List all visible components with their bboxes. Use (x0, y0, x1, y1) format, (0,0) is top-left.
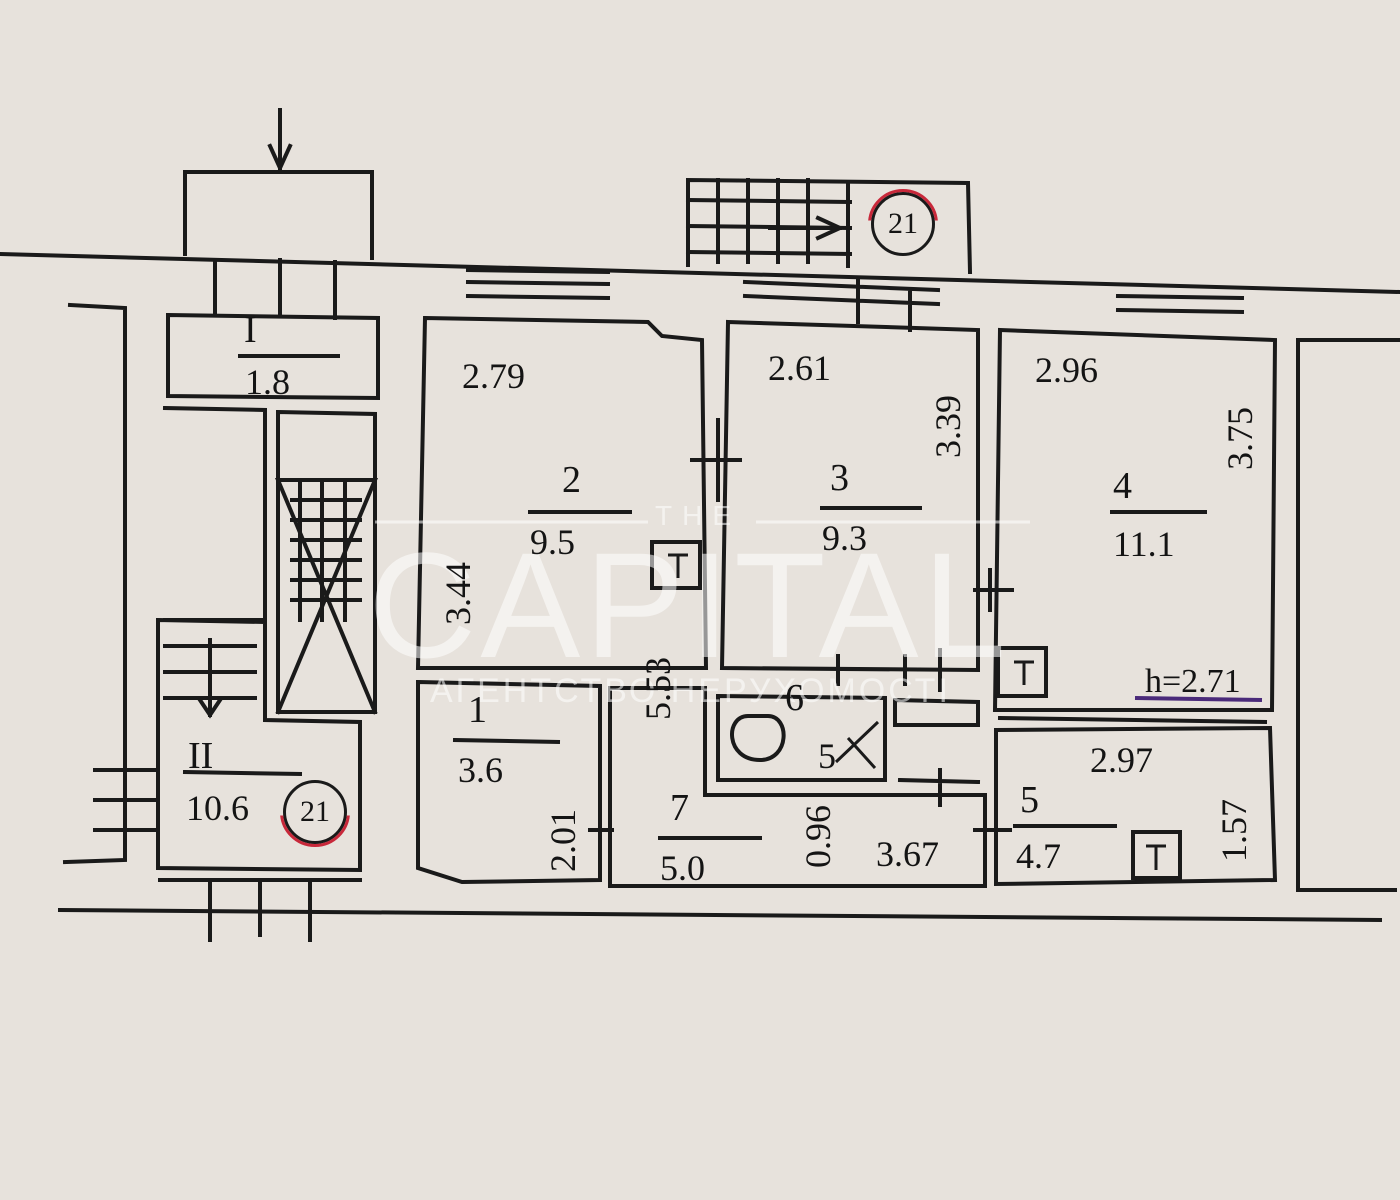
room-I-number: I (244, 309, 257, 351)
room-4-width: 2.96 (1035, 350, 1098, 390)
corridor-7-outline (608, 686, 987, 888)
room-5-number: 5 (1020, 779, 1039, 821)
room-1-area-divider (452, 737, 561, 745)
room-7-number: 7 (670, 787, 689, 829)
room-6-area: 5 (818, 736, 836, 776)
stair-II-box (156, 617, 362, 873)
room-2-area: 9.5 (530, 522, 575, 562)
stair-column-left (162, 405, 267, 622)
room-1-number: 1 (468, 689, 487, 731)
stair-II-divider (182, 769, 303, 777)
room-3-outline (719, 319, 980, 673)
room-3-height: 3.39 (928, 395, 968, 458)
room-6-width: 0.96 (798, 805, 838, 868)
watermark-brand: CAPITAL (368, 521, 1011, 689)
ceiling-marker-line (1134, 696, 1263, 702)
room-5-area: 4.7 (1016, 836, 1061, 876)
watermark-tagline: АГЕНТСТВО НЕРУХОМОСТІ (430, 672, 951, 710)
ceiling-height: h=2.71 (1145, 663, 1241, 700)
room-2-width: 2.79 (462, 356, 525, 396)
stair-flight (274, 478, 379, 715)
room-4-number: 4 (1113, 465, 1132, 507)
room-1-height: 2.01 (543, 809, 583, 872)
left-wall-segment (62, 302, 127, 865)
room-3-area: 9.3 (822, 518, 867, 558)
room-5-width: 2.97 (1090, 740, 1153, 780)
room-5-height: 1.57 (1214, 799, 1254, 862)
room-3-number: 3 (830, 457, 849, 499)
left-entry-arrow-head (267, 143, 293, 173)
room-5-stove (1131, 830, 1182, 880)
rear-wall-line (57, 907, 1383, 923)
room-4-stove (996, 646, 1048, 698)
left-porch (183, 170, 374, 260)
room-1-outline (416, 679, 602, 885)
front-wall-line (0, 251, 1400, 295)
room-1-area: 3.6 (458, 750, 503, 790)
wc-6-outline (716, 693, 887, 782)
stair-marker-top: 21 (871, 192, 935, 256)
right-wall-segment (1296, 338, 1400, 892)
room-3-width: 2.61 (768, 348, 831, 388)
room-I-area: 1.8 (245, 362, 290, 402)
room-2-stove (650, 540, 702, 590)
watermark-prefix: THE (655, 500, 741, 531)
corridor-height: 5.53 (638, 657, 678, 720)
right-steps (686, 177, 973, 275)
room-6-number: 6 (785, 677, 804, 719)
room-II-area: 10.6 (186, 788, 249, 828)
room-7-area: 5.0 (660, 848, 705, 888)
room-II-number: II (188, 735, 214, 777)
vestibule-I (166, 312, 380, 401)
room-4-area: 11.1 (1113, 524, 1175, 564)
room-5-outline (994, 725, 1278, 887)
room-4-outline (992, 327, 1278, 712)
room-4-height: 3.75 (1220, 407, 1260, 470)
room-2-outline (415, 315, 709, 670)
stair-marker-bottom: 21 (283, 780, 347, 844)
room-2-height: 3.44 (438, 562, 478, 625)
room-2-number: 2 (562, 459, 581, 501)
corridor-width: 3.67 (876, 834, 939, 874)
wc-toilet (730, 714, 786, 763)
